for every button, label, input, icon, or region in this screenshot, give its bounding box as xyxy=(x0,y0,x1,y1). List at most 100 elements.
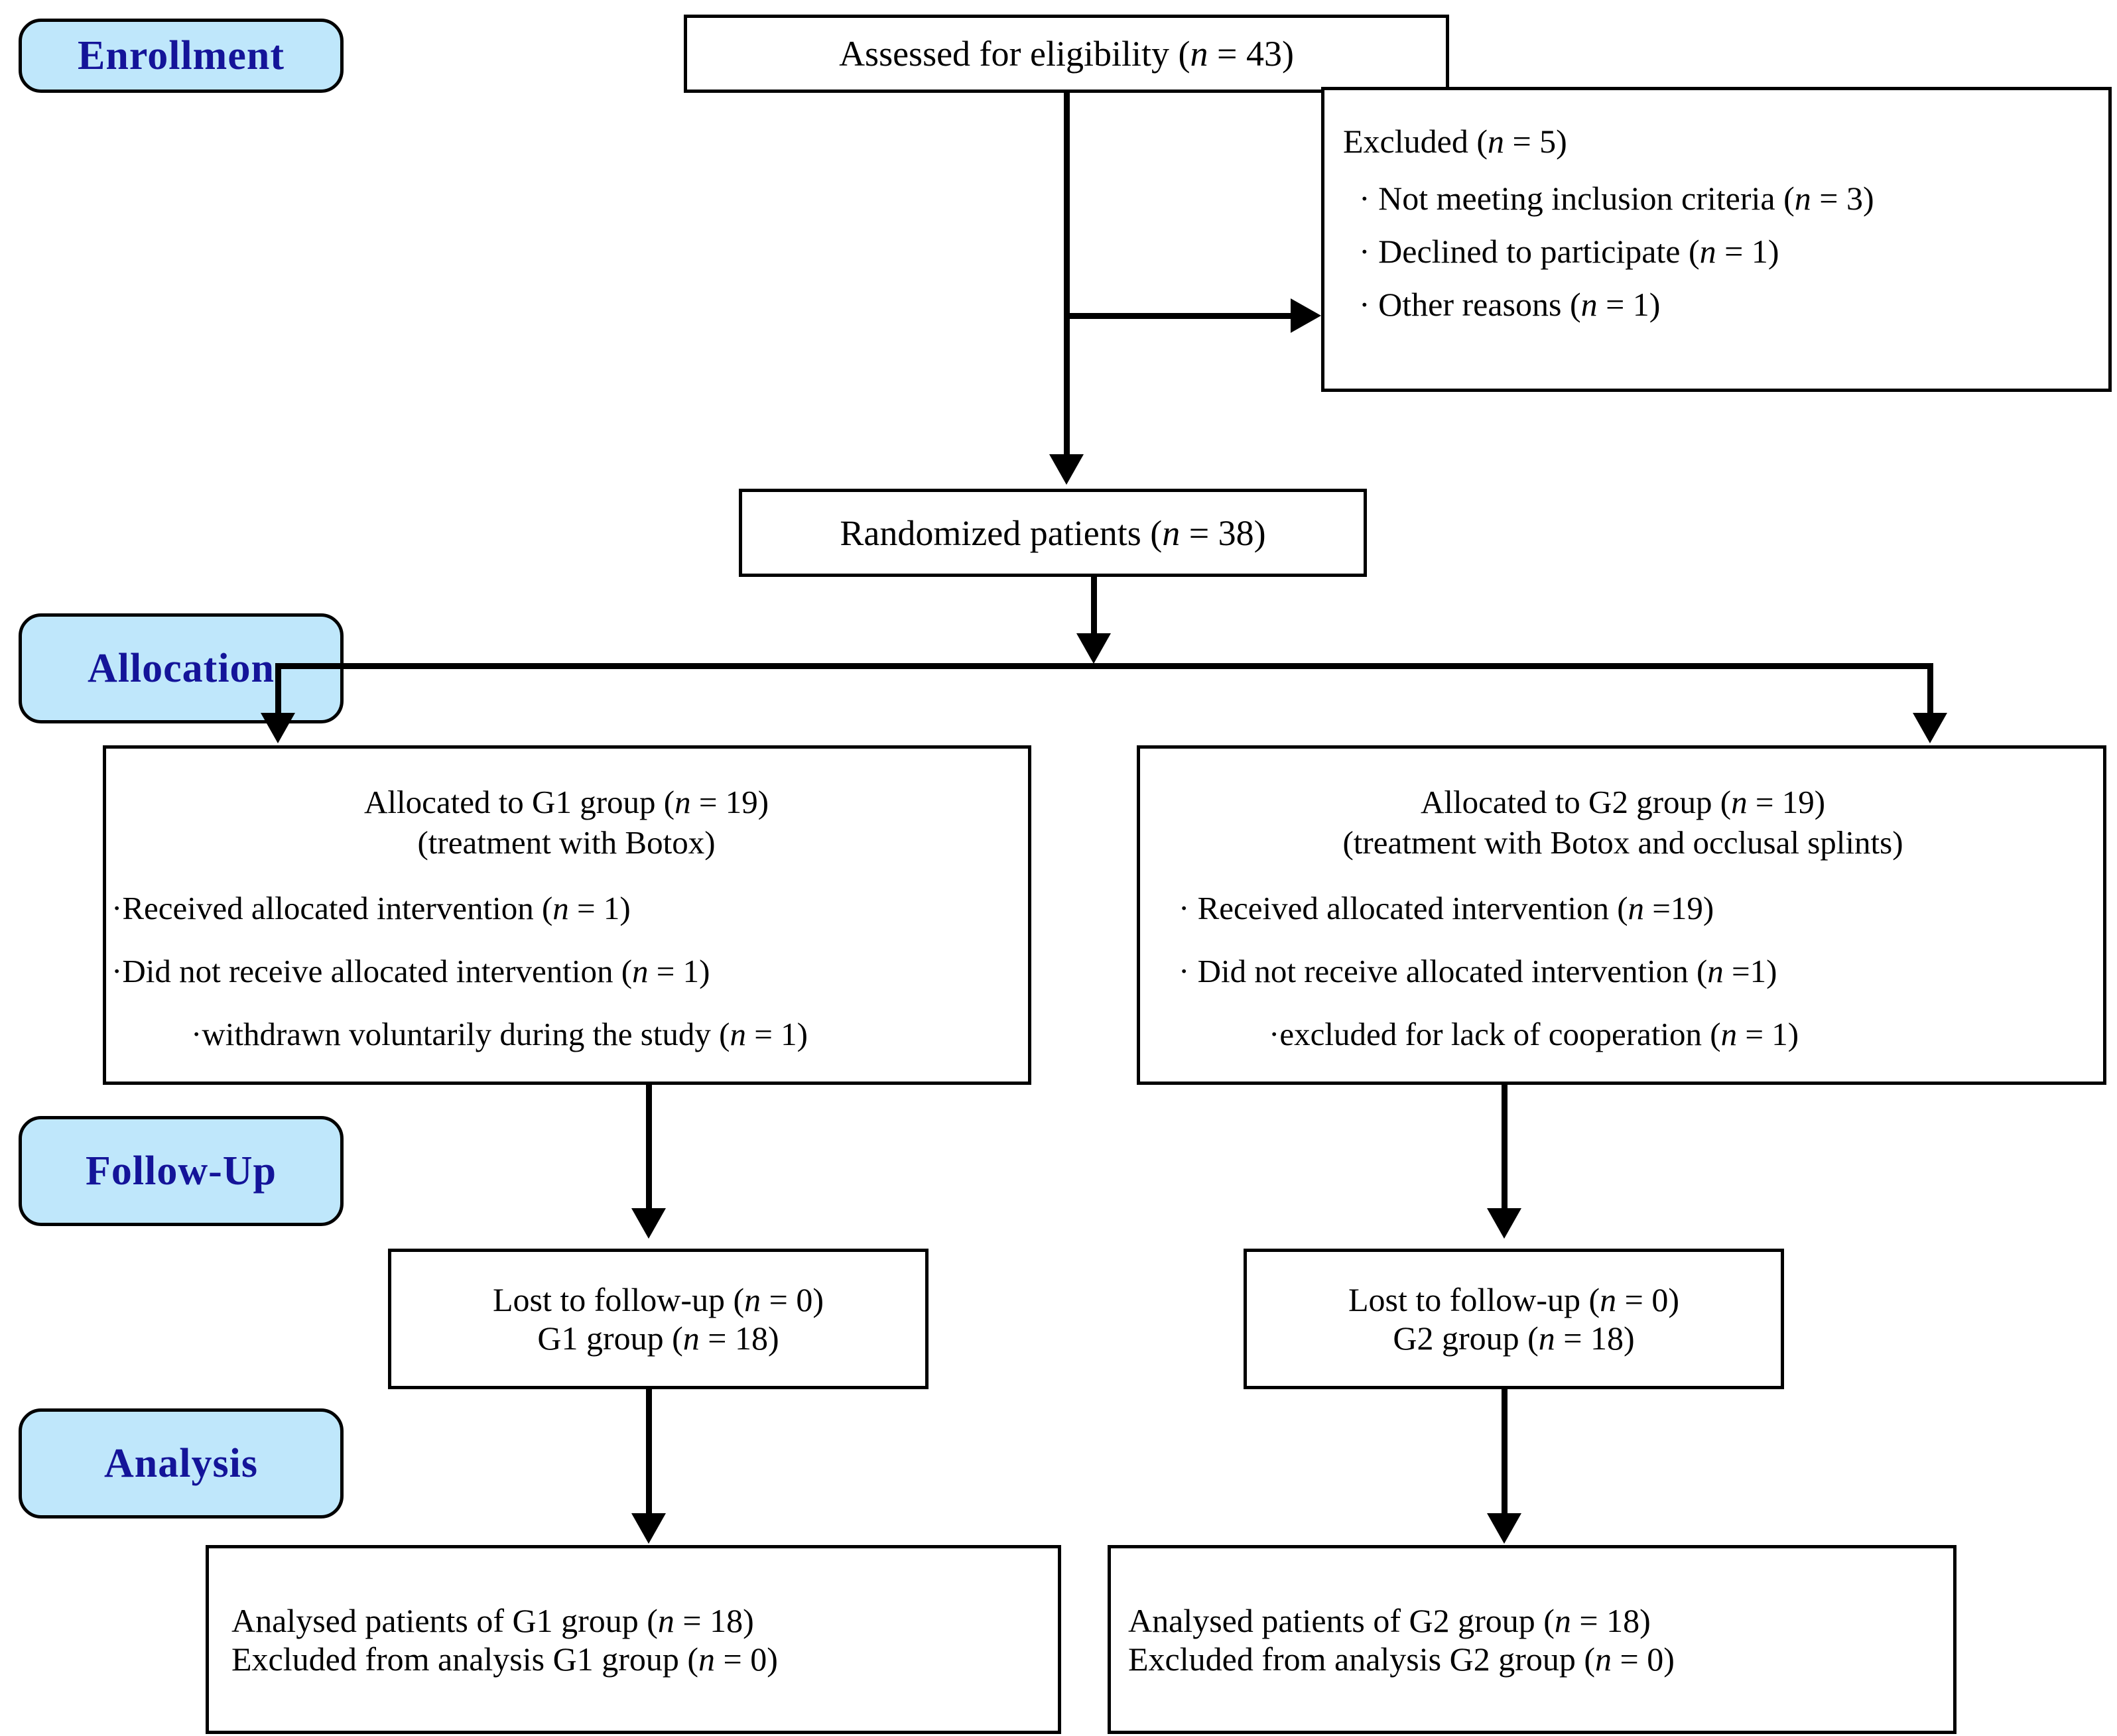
phase-label-followup: Follow-Up xyxy=(19,1116,344,1226)
followup-g1-line1-n: n xyxy=(744,1281,761,1318)
followup-g2-line2: G2 group (n = 18) xyxy=(1393,1319,1634,1357)
analysis-g2-line2-text: Excluded from analysis G2 group ( xyxy=(1128,1640,1596,1678)
excluded-reason-item: · Other reasons (n = 1) xyxy=(1359,285,2086,324)
alloc-g1-item-count: = 1) xyxy=(568,890,631,926)
followup-g2-line2-count: = 18) xyxy=(1555,1320,1635,1357)
bullet-icon: · xyxy=(111,890,123,926)
node-analysis-g1: Analysed patients of G1 group (n = 18) E… xyxy=(206,1545,1061,1734)
connector-g1-allocation-to-followup xyxy=(646,1085,652,1211)
randomized-text: Randomized patients ( xyxy=(840,513,1163,553)
alloc-g2-subitem-count: = 1) xyxy=(1737,1016,1799,1052)
node-assessed-for-eligibility: Assessed for eligibility (n = 43) xyxy=(684,15,1449,93)
alloc-g1-item-text: Received allocated intervention ( xyxy=(122,890,553,926)
followup-g1-line1: Lost to follow-up (n = 0) xyxy=(493,1280,824,1319)
alloc-g1-heading: Allocated to G1 group (n = 19) xyxy=(111,783,1021,821)
node-followup-g1: Lost to follow-up (n = 0) G1 group ( n = … xyxy=(388,1249,929,1389)
alloc-g2-subitem-text: excluded for lack of cooperation ( xyxy=(1279,1016,1721,1052)
phase-label-analysis-text: Analysis xyxy=(104,1440,258,1486)
connector-allocation-right-vertical xyxy=(1927,663,1933,715)
followup-g2-line1: Lost to follow-up (n = 0) xyxy=(1348,1280,1679,1319)
phase-label-enrollment: Enrollment xyxy=(19,19,344,93)
alloc-g2-item-text: Received allocated intervention ( xyxy=(1197,890,1628,926)
phase-label-allocation-text: Allocation xyxy=(87,645,275,691)
eligibility-count: = 43) xyxy=(1208,34,1294,74)
arrow-eligibility-to-randomized xyxy=(1049,454,1084,485)
alloc-g1-item: ·Received allocated intervention (n = 1) xyxy=(111,889,1021,927)
arrow-g2-to-followup xyxy=(1487,1208,1521,1239)
phase-label-enrollment-text: Enrollment xyxy=(78,32,285,78)
alloc-g1-item-text: Did not receive allocated intervention ( xyxy=(122,953,633,989)
arrow-to-alloc-g2 xyxy=(1913,713,1947,743)
analysis-g2-line1-n: n xyxy=(1554,1601,1571,1639)
alloc-g2-item-n: n xyxy=(1628,890,1645,926)
randomized-n: n xyxy=(1162,513,1181,553)
excluded-title: Excluded (n = 5) xyxy=(1343,122,2086,160)
alloc-g2-heading-count: = 19) xyxy=(1747,784,1826,820)
followup-g2-line2-text: G2 group ( xyxy=(1393,1320,1539,1357)
excluded-reason-text: Not meeting inclusion criteria ( xyxy=(1378,180,1795,217)
alloc-g1-heading-text: Allocated to G1 group ( xyxy=(363,784,675,820)
alloc-g1-item: ·Did not receive allocated intervention … xyxy=(111,952,1021,990)
alloc-g1-heading-count: = 19) xyxy=(690,784,769,820)
alloc-g2-item-count: =19) xyxy=(1644,890,1714,926)
phase-label-analysis: Analysis xyxy=(19,1408,344,1519)
analysis-g1-line2-count: = 0) xyxy=(715,1640,778,1678)
alloc-g2-subitem: ·excluded for lack of cooperation (n = 1… xyxy=(1269,1015,2096,1053)
node-allocated-g2: Allocated to G2 group (n = 19) (treatmen… xyxy=(1137,745,2106,1085)
alloc-g1-subitem-text: withdrawn voluntarily during the study ( xyxy=(202,1016,730,1052)
bullet-icon: · xyxy=(1179,890,1190,926)
node-followup-g2: Lost to follow-up (n = 0) G2 group (n = … xyxy=(1244,1249,1784,1389)
excluded-reason-text: Declined to participate ( xyxy=(1378,233,1700,270)
analysis-g1-line1-text: Analysed patients of G1 group ( xyxy=(231,1601,658,1639)
excluded-reason-item: · Not meeting inclusion criteria (n = 3) xyxy=(1359,179,2086,217)
excluded-reason-text: Other reasons ( xyxy=(1378,286,1581,323)
excluded-reason-count: = 1) xyxy=(1716,233,1779,270)
bullet-icon: · xyxy=(1359,180,1370,217)
alloc-g2-heading-n: n xyxy=(1731,784,1748,820)
followup-g2-line1-text: Lost to follow-up ( xyxy=(1348,1281,1600,1318)
bullet-icon: · xyxy=(1179,953,1190,989)
followup-g2-line1-count: = 0) xyxy=(1616,1281,1679,1318)
alloc-g1-item-count: = 1) xyxy=(648,953,710,989)
excluded-reason-count: = 1) xyxy=(1597,286,1661,323)
phase-label-followup-text: Follow-Up xyxy=(86,1148,277,1194)
alloc-g1-subheading: (treatment with Botox) xyxy=(417,824,716,861)
alloc-g2-subitem-n: n xyxy=(1720,1016,1738,1052)
alloc-g2-item-n: n xyxy=(1707,953,1724,989)
randomized-count: = 38) xyxy=(1180,513,1266,553)
connector-randomized-vertical xyxy=(1091,577,1097,637)
connector-eligibility-vertical xyxy=(1064,93,1070,454)
node-excluded: Excluded (n = 5) · Not meeting inclusion… xyxy=(1321,87,2112,392)
followup-g1-line2-count: = 18) xyxy=(699,1320,779,1357)
followup-g2-line2-n: n xyxy=(1538,1320,1555,1357)
eligibility-text: Assessed for eligibility ( xyxy=(839,34,1190,74)
node-allocated-g1: Allocated to G1 group (n = 19) (treatmen… xyxy=(103,745,1031,1085)
eligibility-n: n xyxy=(1190,34,1208,74)
excluded-reason-n: n xyxy=(1699,233,1716,270)
followup-g1-line2-text: G1 group ( xyxy=(537,1320,683,1357)
excluded-reason-item: · Declined to participate (n = 1) xyxy=(1359,232,2086,271)
arrow-g1-to-analysis xyxy=(631,1513,666,1544)
alloc-g2-item: · Did not receive allocated intervention… xyxy=(1179,952,2096,990)
connector-excluded-horizontal xyxy=(1064,313,1293,319)
arrow-g1-to-followup xyxy=(631,1208,666,1239)
alloc-g1-subitem: ·withdrawn voluntarily during the study … xyxy=(191,1015,1021,1053)
followup-g1-line1-count: = 0) xyxy=(761,1281,824,1318)
analysis-g1-line2-n: n xyxy=(698,1640,716,1678)
bullet-icon: · xyxy=(1359,286,1370,323)
analysis-g2-line2-count: = 0) xyxy=(1612,1640,1675,1678)
alloc-g2-item: · Received allocated intervention (n =19… xyxy=(1179,889,2096,927)
connector-g2-followup-to-analysis xyxy=(1502,1389,1508,1515)
alloc-g1-heading-n: n xyxy=(674,784,691,820)
arrow-randomized-split xyxy=(1076,633,1111,664)
alloc-g2-heading: Allocated to G2 group (n = 19) xyxy=(1149,783,2096,821)
bullet-icon: · xyxy=(111,953,123,989)
alloc-g1-subitem-n: n xyxy=(730,1016,746,1052)
analysis-g2-line1: Analysed patients of G2 group (n = 18) xyxy=(1128,1601,1953,1640)
analysis-g2-line1-text: Analysed patients of G2 group ( xyxy=(1128,1601,1555,1639)
excluded-reason-n: n xyxy=(1580,286,1598,323)
excluded-title-count: = 5) xyxy=(1504,123,1567,160)
node-analysis-g2: Analysed patients of G2 group (n = 18) E… xyxy=(1108,1545,1957,1734)
followup-g1-line1-text: Lost to follow-up ( xyxy=(493,1281,745,1318)
